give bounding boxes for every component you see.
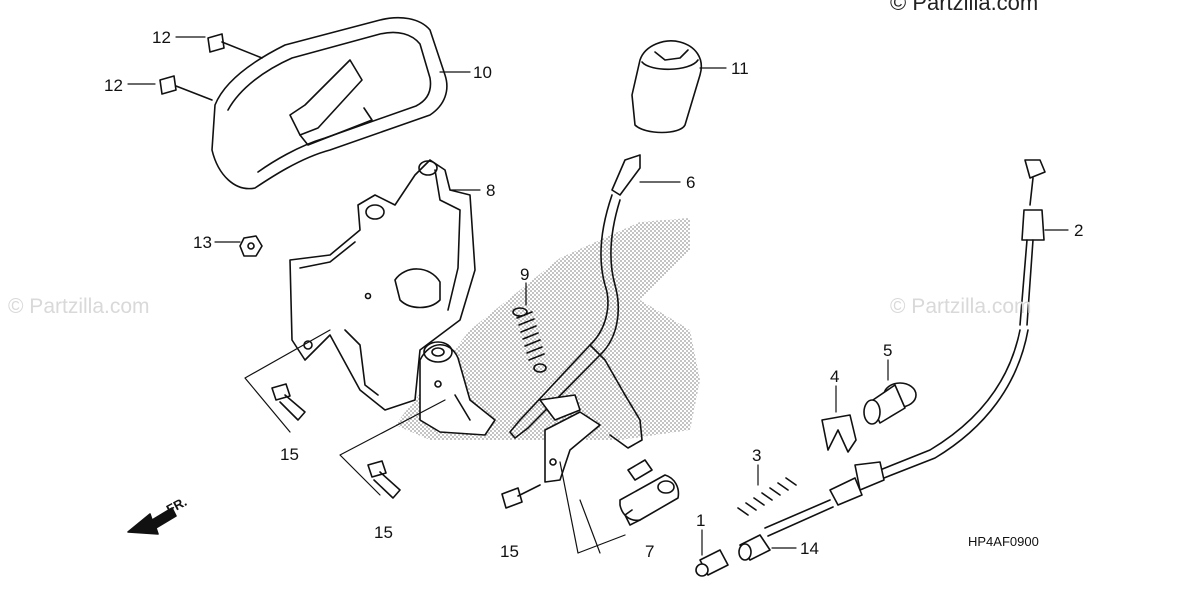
- callout-8[interactable]: 8: [486, 181, 496, 200]
- spring-part-3: [737, 477, 797, 516]
- cable-part-2: [764, 159, 1046, 537]
- callout-9[interactable]: 9: [520, 265, 530, 284]
- nut-part-13: [239, 235, 263, 257]
- bolt-part-15-left: [271, 383, 306, 421]
- callout-4[interactable]: 4: [830, 367, 840, 386]
- bolt-part-12-top: [207, 33, 263, 59]
- callout-12-top[interactable]: 12: [152, 28, 171, 47]
- callout-1[interactable]: 1: [696, 511, 706, 530]
- shift-lever-part-6: [509, 154, 643, 449]
- callout-7[interactable]: 7: [645, 542, 655, 561]
- callout-12-bottom[interactable]: 12: [104, 76, 123, 95]
- callout-15-middle[interactable]: 15: [374, 523, 393, 542]
- bolt-part-15-middle: [367, 460, 401, 499]
- frame-shading: [395, 218, 700, 440]
- callout-5[interactable]: 5: [883, 341, 893, 360]
- bushing-part-5: [863, 382, 917, 425]
- callout-14[interactable]: 14: [800, 539, 819, 558]
- collar-part-14: [738, 534, 771, 561]
- watermark-left: © Partzilla.com: [8, 295, 150, 318]
- pin-part-1: [695, 549, 729, 577]
- callout-2[interactable]: 2: [1074, 221, 1084, 240]
- copyright-text: © Partzilla.com: [890, 0, 1039, 15]
- clip-part-4: [821, 414, 857, 453]
- callout-6[interactable]: 6: [686, 173, 696, 192]
- pivot-bracket: [419, 341, 496, 436]
- leader-lines: [127, 36, 1069, 556]
- bolt-part-12-bottom: [159, 75, 213, 101]
- watermark-right: © Partzilla.com: [890, 295, 1032, 318]
- drawing-code: HP4AF0900: [968, 534, 1039, 549]
- linkage-part-7: [544, 411, 680, 526]
- callout-15-left[interactable]: 15: [280, 445, 299, 464]
- shift-knob-part-11: [631, 40, 702, 134]
- front-arrow-icon: [127, 507, 177, 535]
- bolt-part-15-right: [501, 484, 541, 509]
- callout-10[interactable]: 10: [473, 63, 492, 82]
- spring-part-9: [512, 307, 547, 373]
- callout-15-right[interactable]: 15: [500, 542, 519, 561]
- callout-3[interactable]: 3: [752, 446, 762, 465]
- bracket-part-8: [289, 159, 476, 411]
- callout-13[interactable]: 13: [193, 233, 212, 252]
- shift-cover-part-10: [211, 16, 448, 190]
- callout-11[interactable]: 11: [731, 59, 749, 78]
